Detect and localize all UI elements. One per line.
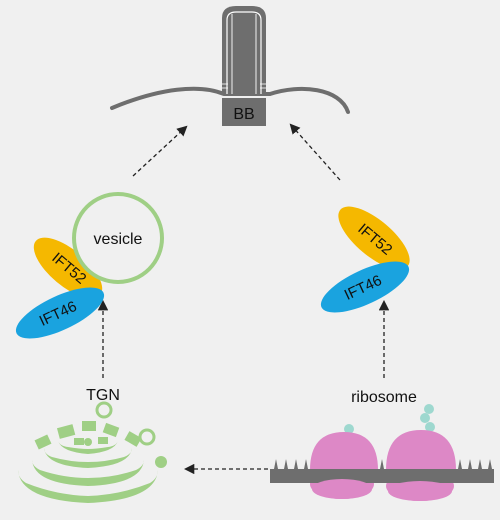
ribosome-small-subunit-right — [388, 481, 452, 501]
ift52-left-shape — [33, 237, 103, 299]
vesicle-label: vesicle — [94, 231, 143, 248]
arrow-ift-to-bb — [289, 123, 341, 181]
arrow-vesicle-to-bb — [132, 125, 188, 177]
ift52-right-shape — [338, 206, 410, 270]
basal-body — [222, 98, 266, 126]
golgi-apparatus — [18, 401, 167, 503]
mrna-strand — [270, 459, 494, 483]
tgn-label: TGN — [86, 387, 120, 404]
vesicle — [72, 192, 164, 284]
ribosome-small-subunit-left — [312, 479, 372, 499]
ift46-right-shape — [320, 261, 410, 313]
cilium — [222, 6, 266, 94]
basal-body-label: BB — [233, 106, 254, 123]
ribosome-label: ribosome — [351, 389, 417, 406]
ift46-left-shape — [15, 287, 105, 339]
